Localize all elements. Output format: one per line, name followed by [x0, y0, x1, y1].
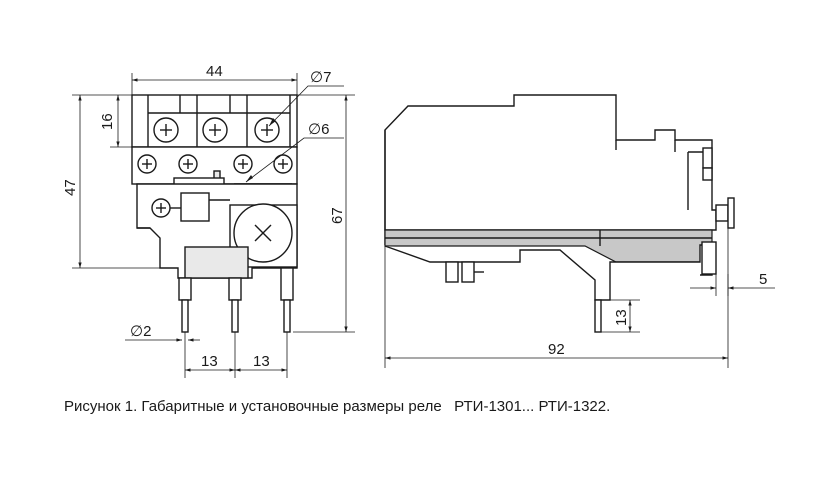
dim-terminal-height-label: 16: [99, 113, 116, 130]
front-dimensions: 44 16 47 67 ∅7 ∅6 ∅2 13: [62, 63, 355, 378]
screw-icon: [202, 117, 228, 143]
screw-icon: [233, 154, 253, 174]
dim-length-label: 92: [548, 341, 565, 358]
dim-pin-length-label: 13: [613, 309, 630, 326]
screw-icon: [254, 117, 280, 143]
side-foot: [461, 261, 475, 283]
dim-screw-7-label: ∅7: [310, 69, 331, 86]
screw-icon: [137, 154, 157, 174]
side-knob: [715, 204, 729, 222]
figure-caption: Рисунок 1. Габаритные и установочные раз…: [64, 398, 611, 415]
side-dimensions: 92 5 13: [384, 228, 775, 368]
screw-icon: [151, 198, 171, 218]
dim-height-with-pins-label: 67: [329, 207, 346, 224]
screw-icon: [153, 117, 179, 143]
side-housing: [384, 94, 717, 231]
dim-screw-6-label: ∅6: [308, 121, 329, 138]
front-view: [131, 94, 298, 333]
dim-width-label: 44: [206, 63, 223, 80]
mounting-pin: [178, 277, 192, 333]
side-view: [384, 94, 735, 333]
mounting-pin: [280, 267, 294, 333]
dim-pin-label: ∅2: [130, 323, 151, 340]
side-foot: [445, 261, 459, 283]
setting-window: [180, 192, 210, 222]
screw-icon: [273, 154, 293, 174]
dim-pitch-left-label: 13: [201, 353, 218, 370]
side-pin: [594, 299, 602, 333]
dim-pitch-right-label: 13: [253, 353, 270, 370]
mounting-pin: [228, 277, 242, 333]
dim-total-height-label: 47: [62, 179, 79, 196]
dim-offset-label: 5: [759, 271, 767, 288]
screw-icon: [178, 154, 198, 174]
pin-connector-block: [184, 246, 249, 279]
